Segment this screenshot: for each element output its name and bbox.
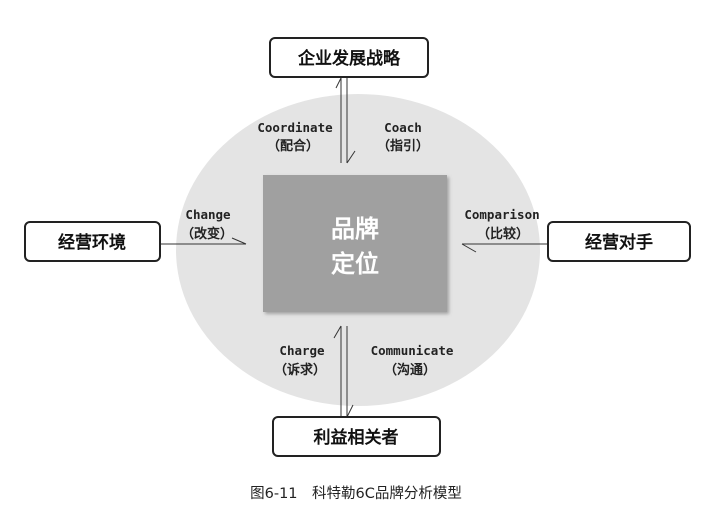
label-charge: Charge (279, 343, 325, 358)
node-left: 经营环境 (24, 221, 161, 262)
label-comparison-cn: （比较） (477, 226, 529, 242)
center-line1: 品牌 (331, 215, 379, 243)
label-coach: Coach (384, 120, 422, 135)
label-communicate: Communicate (371, 343, 454, 358)
node-left-label: 经营环境 (58, 232, 126, 253)
connectors (160, 77, 548, 418)
node-right: 经营对手 (547, 221, 691, 262)
center-line2: 定位 (331, 250, 379, 278)
label-coordinate: Coordinate (257, 120, 333, 135)
label-comparison: Comparison (464, 207, 539, 222)
label-charge-cn: （诉求） (274, 362, 326, 378)
label-communicate-cn: （沟通） (384, 362, 436, 378)
node-bottom-label: 利益相关者 (314, 427, 399, 448)
label-coordinate-cn: （配合） (267, 138, 319, 154)
label-change: Change (185, 207, 231, 222)
node-top-label: 企业发展战略 (297, 48, 401, 69)
center-box (263, 175, 447, 312)
node-bottom: 利益相关者 (272, 416, 441, 457)
label-coach-cn: （指引） (377, 138, 429, 154)
figure-caption: 图6-11 科特勒6C品牌分析模型 (250, 485, 462, 502)
label-change-cn: （改变） (181, 226, 233, 242)
node-top: 企业发展战略 (269, 37, 429, 78)
node-right-label: 经营对手 (585, 232, 653, 253)
